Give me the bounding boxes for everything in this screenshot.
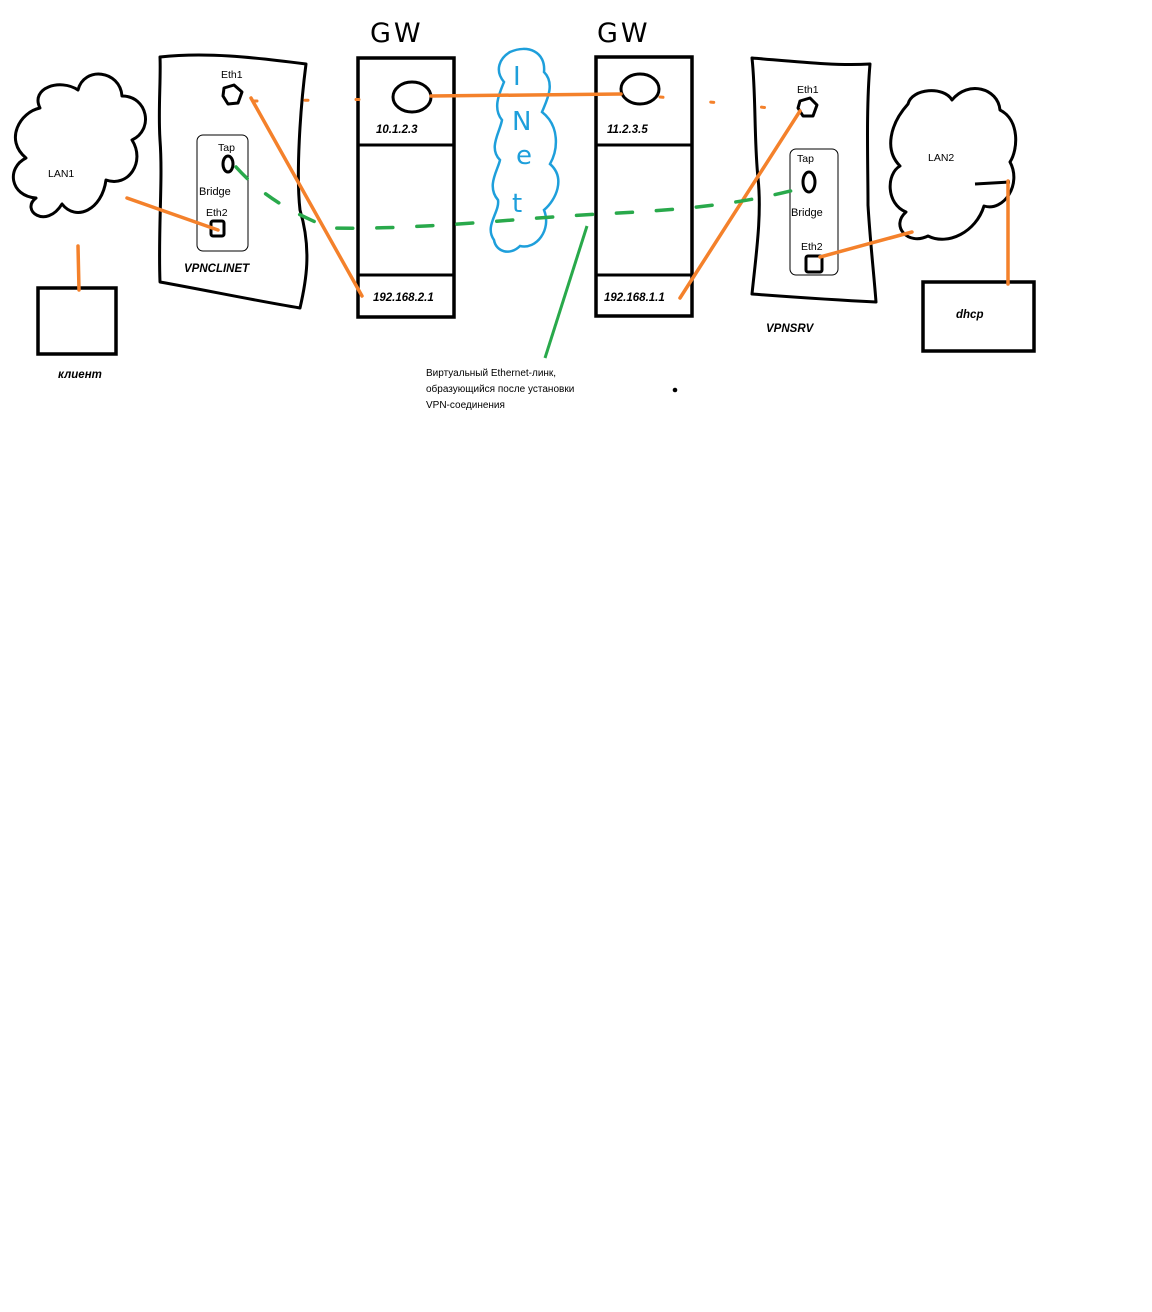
dhcp-host-label: dhcp bbox=[956, 309, 983, 321]
gw-right-box bbox=[594, 55, 694, 318]
gw-left-wan-ip: 10.1.2.3 bbox=[376, 124, 418, 136]
vpn-client-tap-port-icon bbox=[221, 154, 235, 174]
link-lan1-to-vpn-client-eth2 bbox=[125, 196, 220, 232]
virtual-ethernet-link bbox=[234, 165, 808, 230]
link-lan1-to-client bbox=[76, 244, 81, 292]
internet-letter-3: e bbox=[516, 141, 532, 171]
gw-right-wan-port-icon bbox=[619, 72, 661, 106]
vpn-server-eth2-label: Eth2 bbox=[801, 241, 823, 253]
vpn-server-name: VPNSRV bbox=[766, 323, 815, 335]
vpn-client-name: VPNCLINET bbox=[184, 263, 250, 275]
link-vpn-server-eth2-to-lan2 bbox=[818, 230, 914, 259]
vpn-server-tap-port-icon bbox=[801, 170, 817, 194]
internet-cloud bbox=[489, 47, 560, 253]
vpn-client-eth2-label: Eth2 bbox=[206, 207, 228, 219]
dhcp-host-box bbox=[921, 280, 1036, 353]
vpn-client-bridge-box bbox=[196, 134, 249, 252]
link-gw-right-lan-to-vpn-server-eth1 bbox=[678, 109, 802, 300]
vpn-server-bridge-box bbox=[789, 148, 839, 276]
vpn-server-bridge-label: Bridge bbox=[791, 207, 823, 219]
vpn-server-eth1-port-icon bbox=[796, 96, 819, 118]
gw-left-lan-ip: 192.168.2.1 bbox=[373, 292, 434, 304]
vpn-server-eth1-label: Eth1 bbox=[797, 84, 819, 96]
client-host-box bbox=[36, 286, 118, 356]
vpn-client-eth1-label: Eth1 bbox=[221, 69, 243, 81]
virtual-link-note-line-3: VPN-соединения bbox=[426, 400, 505, 411]
gw-right-lan-ip: 192.168.1.1 bbox=[604, 292, 665, 304]
gw-right-title: GW bbox=[597, 18, 651, 49]
internet-letter-1: I bbox=[513, 62, 521, 92]
internet-letter-4: t bbox=[512, 189, 522, 219]
gw-right-wan-ip: 11.2.3.5 bbox=[607, 124, 648, 136]
vpn-server-tap-label: Tap bbox=[797, 153, 814, 165]
lan2-label: LAN2 bbox=[928, 152, 954, 164]
link-gw-left-to-gw-right-wan bbox=[429, 92, 623, 98]
gw-left-title: GW bbox=[370, 18, 424, 49]
vpn-client-tap-label: Tap bbox=[218, 142, 235, 154]
vpn-client-panel bbox=[157, 53, 309, 310]
virtual-link-callout bbox=[543, 225, 589, 359]
link-vpn-client-eth1-to-gw-left-lan bbox=[249, 96, 364, 298]
vpn-server-eth2-port-icon bbox=[804, 254, 824, 274]
lan2-cloud-notch bbox=[974, 180, 1011, 186]
vpn-client-bridge-label: Bridge bbox=[199, 186, 231, 198]
lan2-cloud bbox=[888, 87, 1018, 241]
stray-dot bbox=[672, 387, 678, 393]
internet-letter-2: N bbox=[512, 107, 531, 137]
vpn-client-eth1-port-icon bbox=[221, 83, 244, 106]
lan1-label: LAN1 bbox=[48, 168, 74, 180]
virtual-link-note-line-1: Виртуальный Ethernet-линк, bbox=[426, 368, 556, 379]
client-host-label: клиент bbox=[58, 369, 102, 381]
lan1-cloud bbox=[11, 72, 147, 219]
virtual-link-note-line-2: образующийся после установки bbox=[426, 383, 574, 395]
